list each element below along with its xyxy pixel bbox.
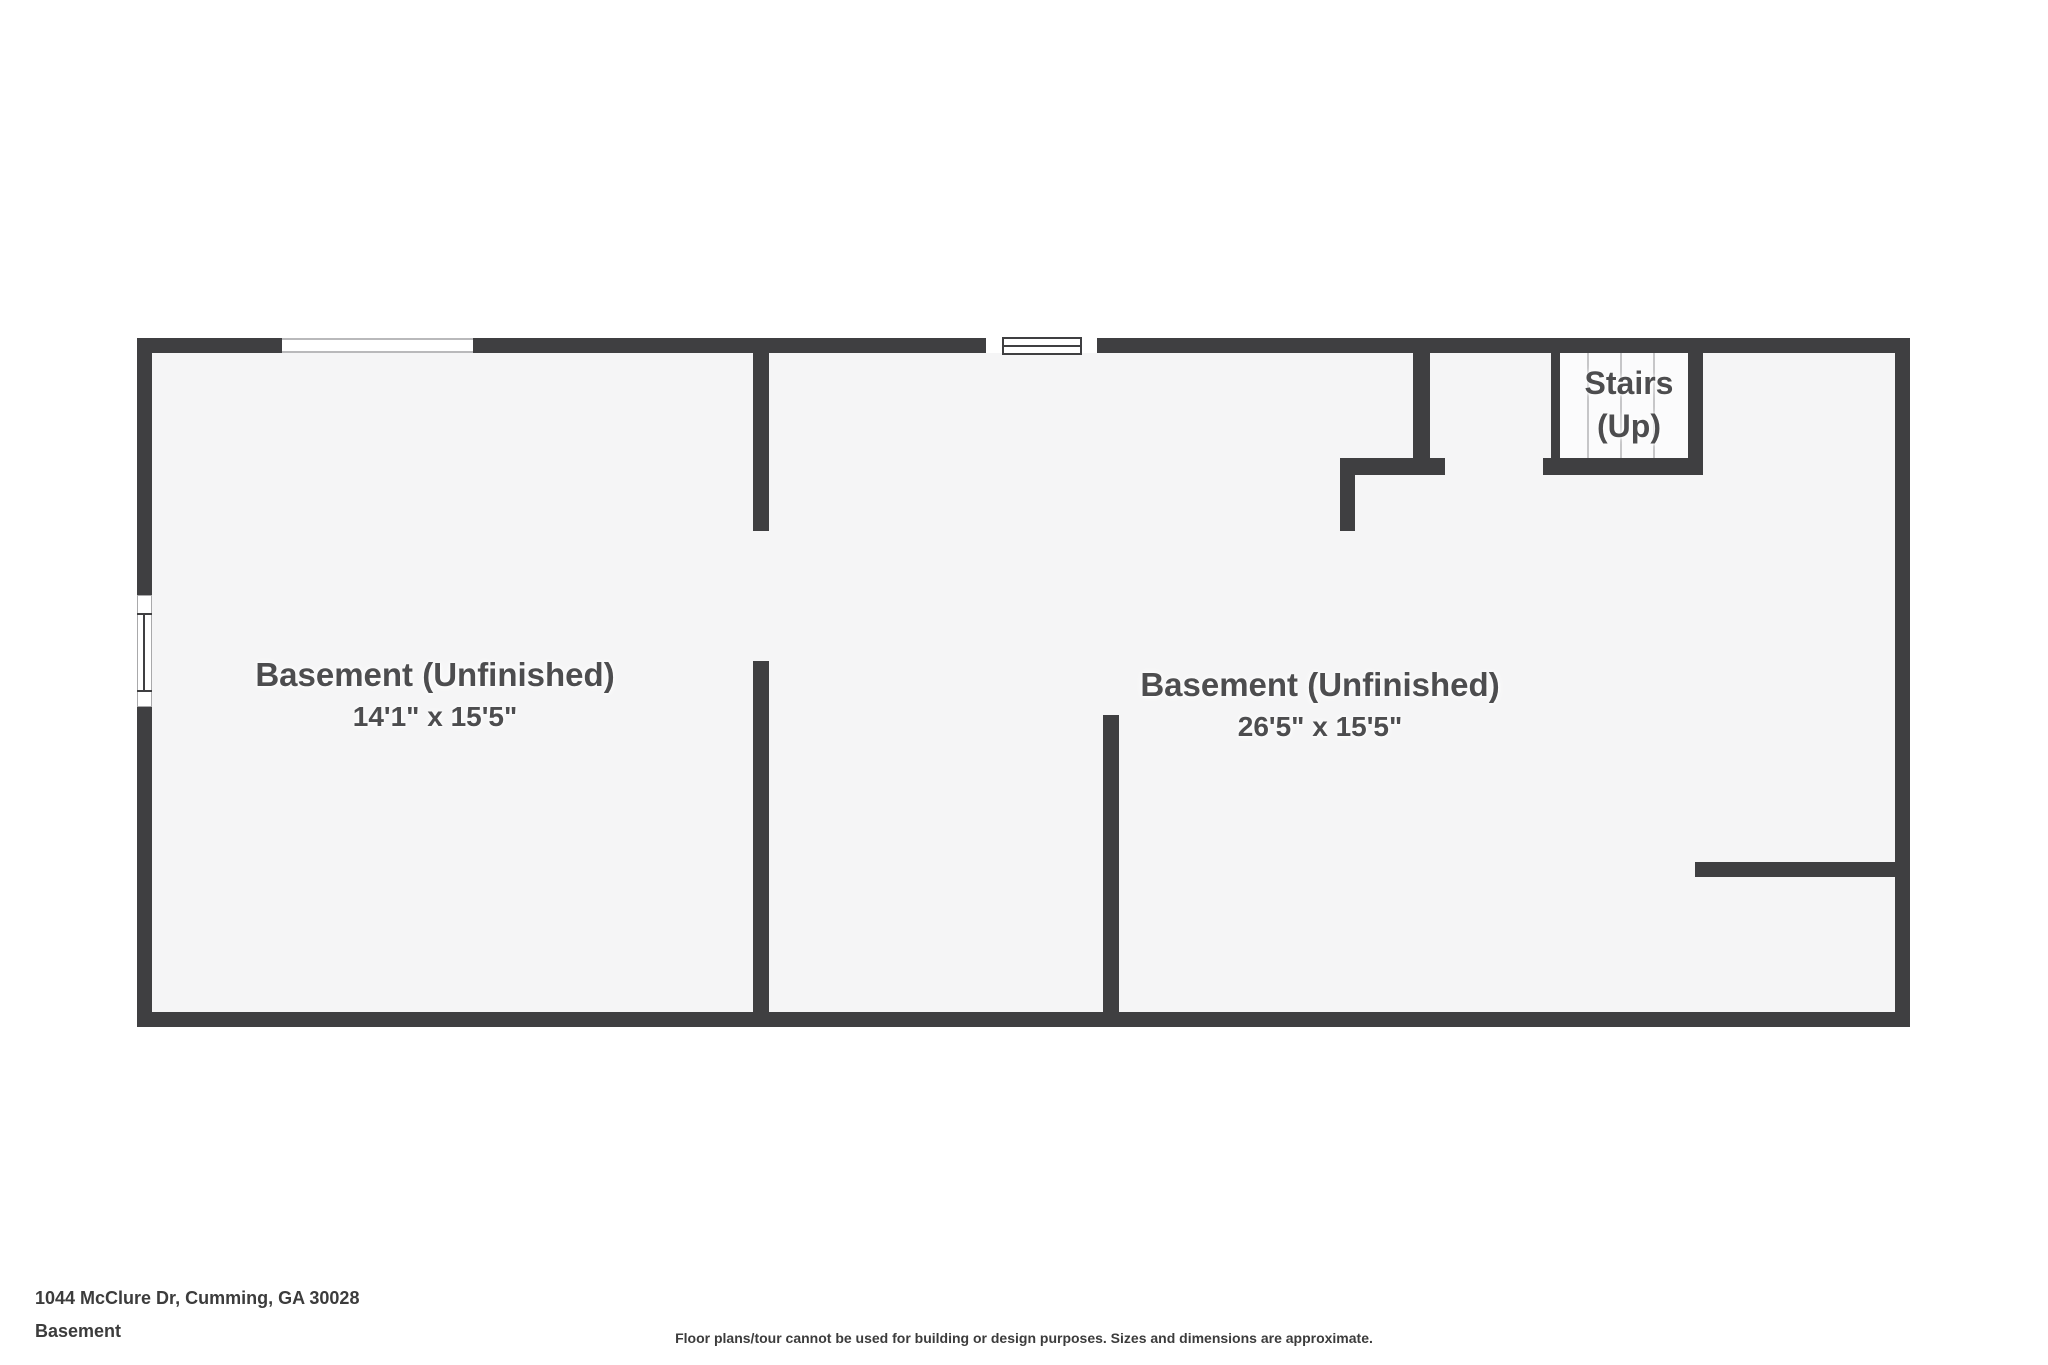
footer-floor-name: Basement <box>35 1321 122 1341</box>
stairs-label: Stairs (Up) <box>1529 362 1729 448</box>
footer-disclaimer: Floor plans/tour cannot be used for buil… <box>675 1330 1373 1346</box>
room-name: Basement (Unfinished) <box>255 656 615 693</box>
interior-wall-stair-hall-vertical <box>1413 353 1430 475</box>
stairs-label-line1: Stairs <box>1584 365 1674 401</box>
window-frame-midline <box>1004 345 1080 347</box>
right-side-wall-stub <box>1695 862 1895 877</box>
stairs-bottom-wall <box>1543 458 1703 475</box>
stairs-label-line2: (Up) <box>1597 408 1661 444</box>
interior-wall-l-horizontal <box>1340 458 1445 475</box>
room-dimensions: 14'1" x 15'5" <box>352 701 518 732</box>
outer-wall-bottom <box>137 1012 1910 1027</box>
stairs-left-wall <box>1551 353 1560 460</box>
room-label-left: Basement (Unfinished) 14'1" x 15'5" <box>135 654 735 737</box>
left-window-center-line <box>143 613 145 692</box>
footer-address: 1044 McClure Dr, Cumming, GA 30028 <box>35 1288 360 1308</box>
interior-wall-middle <box>1103 715 1119 1012</box>
window-frame <box>1002 337 1082 355</box>
interior-wall-l-vertical <box>1340 475 1355 531</box>
interior-wall-left-room-lower <box>753 661 769 1012</box>
outer-wall-right <box>1895 338 1910 1027</box>
stairs-right-wall <box>1688 353 1703 475</box>
room-label-right: Basement (Unfinished) 26'5" x 15'5" <box>1020 664 1620 747</box>
room-name: Basement (Unfinished) <box>1140 666 1500 703</box>
interior-wall-left-room-upper <box>753 353 769 531</box>
top-wall-window <box>282 338 473 353</box>
room-dimensions: 26'5" x 15'5" <box>1237 711 1403 742</box>
stair-tread-line <box>1587 353 1589 458</box>
stair-tread-line <box>1620 353 1622 458</box>
top-wall-framed-window <box>986 337 1097 355</box>
stairs-area <box>1560 353 1688 458</box>
stair-tread-line <box>1653 353 1655 458</box>
